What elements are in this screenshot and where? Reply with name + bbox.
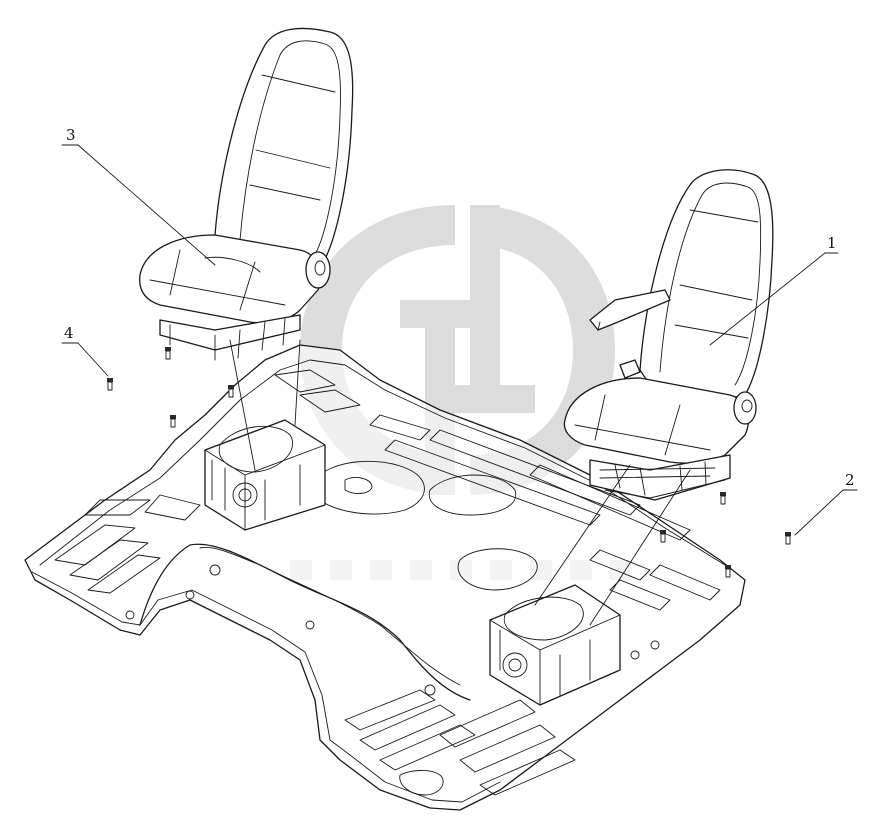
bolt-2-icon bbox=[785, 532, 791, 545]
callout-3-label: 3 bbox=[66, 126, 76, 144]
callout-4: 4 bbox=[61, 324, 109, 377]
bolt-seat1-b-icon bbox=[660, 530, 666, 543]
bolts bbox=[107, 347, 791, 578]
seat-driver bbox=[563, 169, 774, 501]
callout-2-label: 2 bbox=[845, 471, 855, 489]
bolt-seat1-c-icon bbox=[725, 565, 731, 578]
callout-2: 2 bbox=[794, 471, 858, 536]
callout-4-label: 4 bbox=[64, 324, 74, 342]
callout-1: 1 bbox=[709, 234, 839, 346]
bolt-seat3-a-icon bbox=[165, 347, 171, 360]
left-seat-riser bbox=[204, 419, 326, 531]
bolt-seat3-b-icon bbox=[170, 415, 176, 428]
bolt-seat3-c-icon bbox=[228, 385, 234, 398]
bolt-seat1-a-icon bbox=[720, 492, 726, 505]
callout-3: 3 bbox=[61, 126, 216, 266]
right-seat-riser bbox=[489, 584, 621, 706]
bolt-4-icon bbox=[107, 378, 113, 391]
callout-1-label: 1 bbox=[827, 234, 837, 252]
seat-passenger bbox=[139, 27, 354, 361]
assembly-lines bbox=[229, 339, 691, 626]
